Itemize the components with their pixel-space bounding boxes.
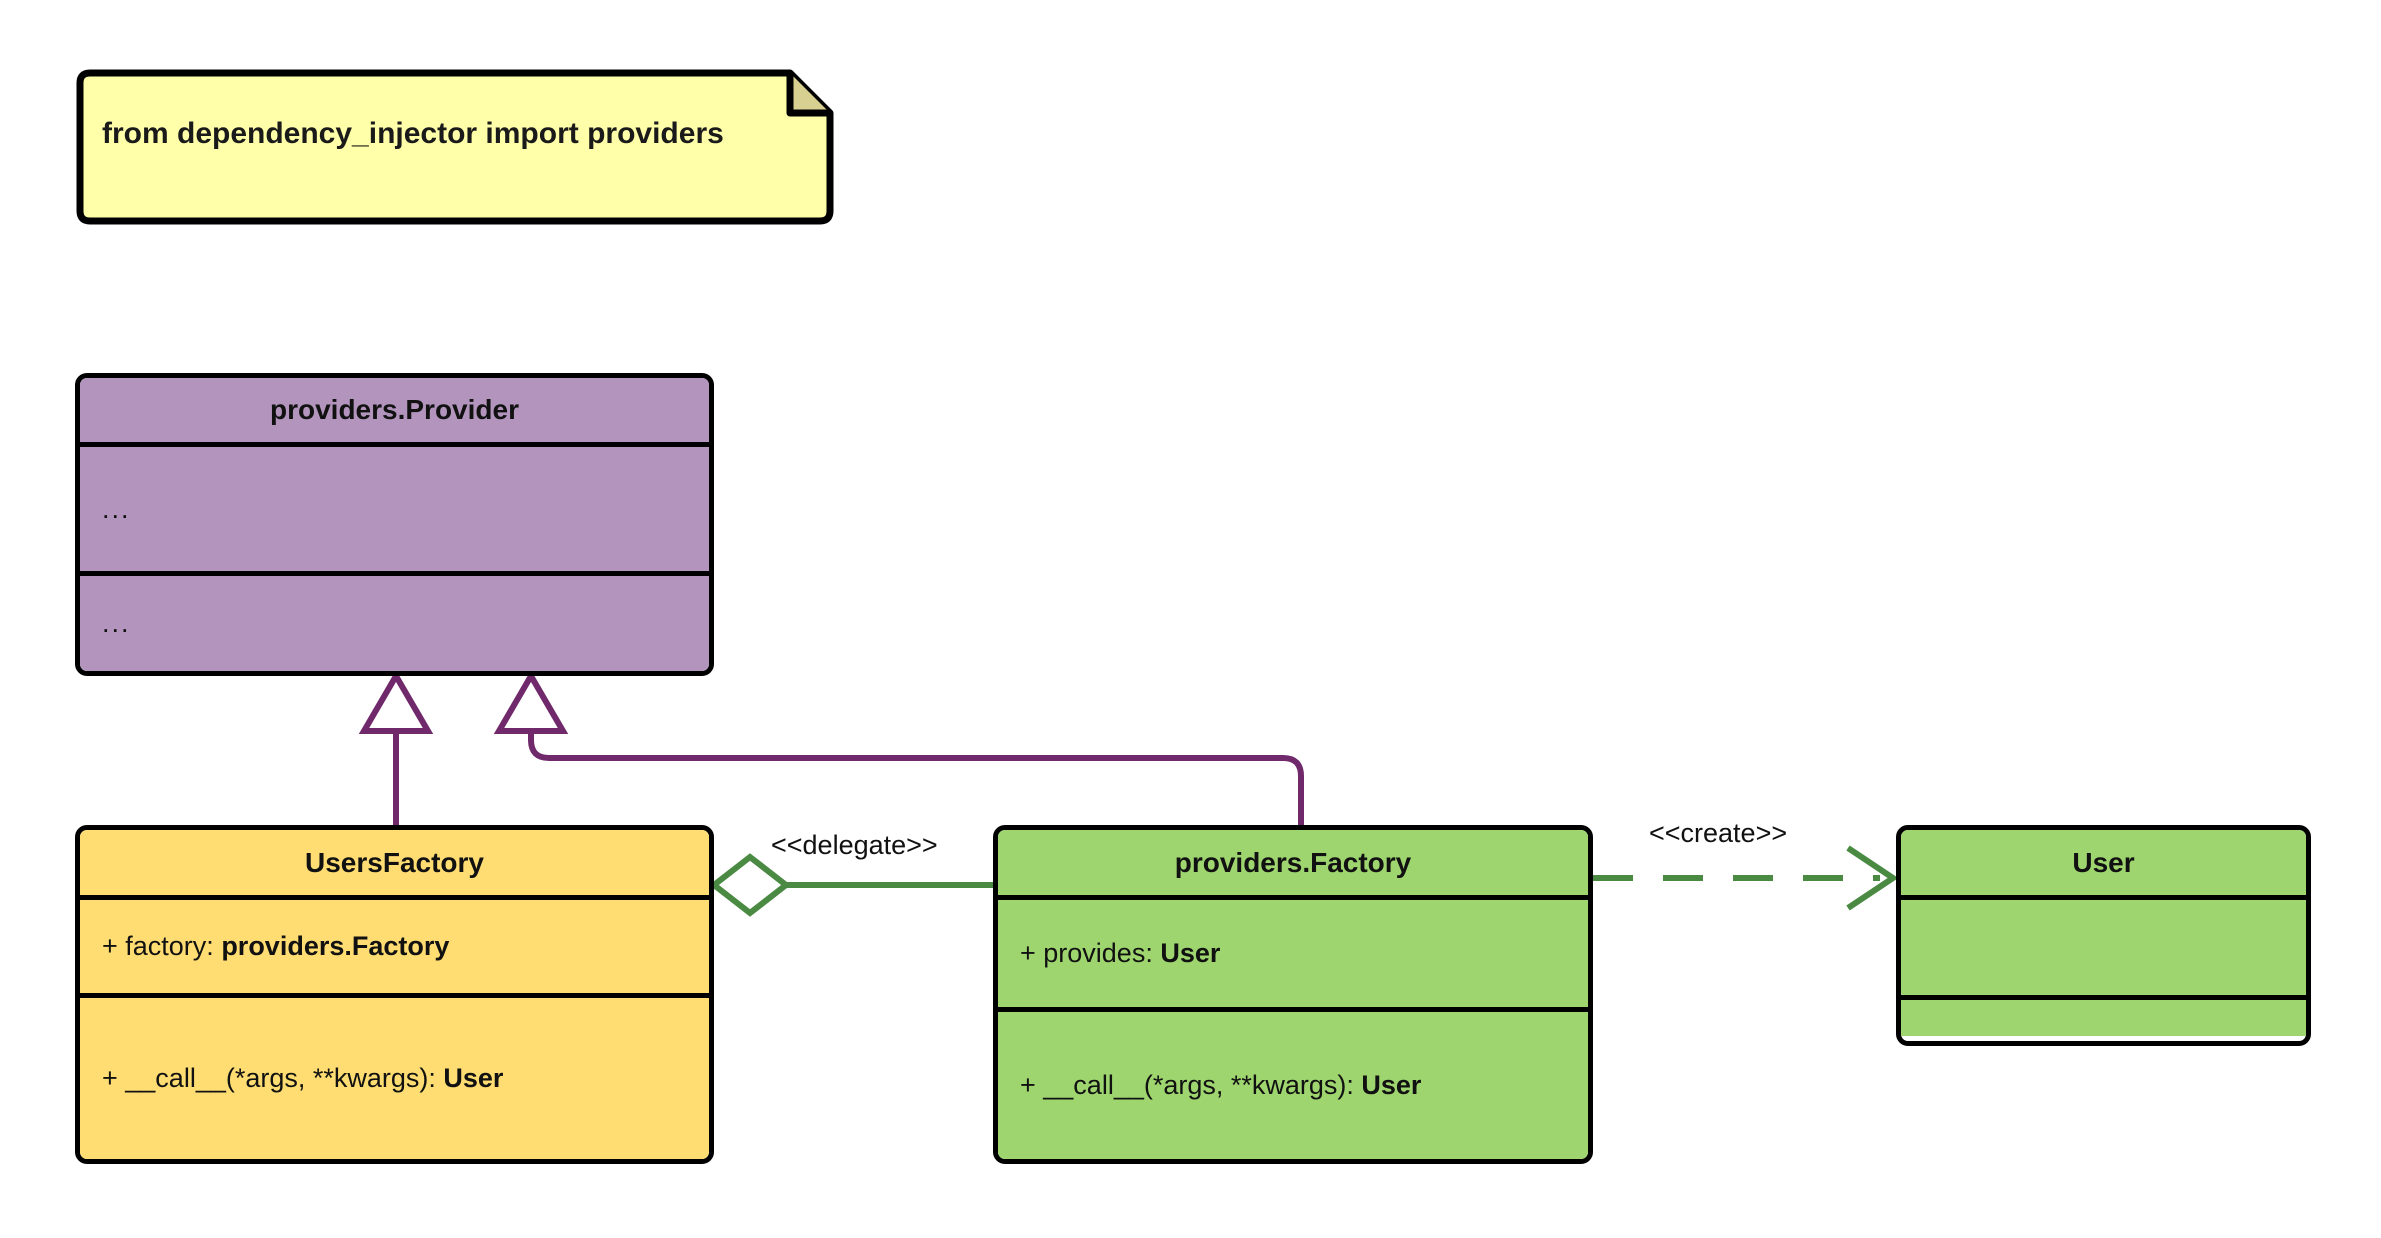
class-title-users-factory: UsersFactory (80, 830, 709, 895)
class-attributes-providers-factory: + provides: User (998, 895, 1588, 1007)
operation-label: + __call__(*args, **kwargs): (102, 1063, 444, 1093)
class-box-providers-factory[interactable]: providers.Factory + provides: User + __c… (993, 825, 1593, 1164)
class-title-providers-provider: providers.Provider (80, 378, 709, 442)
class-attributes-users-factory: + factory: providers.Factory (80, 895, 709, 993)
class-attributes-user (1901, 895, 2306, 995)
attribute-label: + factory: (102, 931, 222, 961)
generalization-usersfactory-to-provider (358, 670, 434, 825)
attribute-type: providers.Factory (221, 931, 450, 961)
note-shape-icon (76, 69, 834, 225)
class-operations-providers-provider: ... (80, 571, 709, 671)
class-operations-users-factory: + __call__(*args, **kwargs): User (80, 993, 709, 1159)
generalization-factory-to-provider (493, 670, 1304, 825)
operation-type: User (443, 1063, 504, 1093)
class-operations-user (1901, 995, 2306, 1036)
attribute-label: + provides: (1020, 938, 1161, 968)
attribute-row: + provides: User (998, 938, 1220, 969)
operation-row: + __call__(*args, **kwargs): User (998, 1070, 1421, 1101)
operation-label: + __call__(*args, **kwargs): (1020, 1070, 1362, 1100)
note-text: from dependency_injector import provider… (102, 117, 724, 150)
dependency-factory-to-user (1593, 845, 1899, 911)
operation-row: + __call__(*args, **kwargs): User (80, 1063, 503, 1094)
class-box-users-factory[interactable]: UsersFactory + factory: providers.Factor… (75, 825, 714, 1164)
operation-type: User (1361, 1070, 1422, 1100)
class-title-providers-factory: providers.Factory (998, 830, 1588, 895)
attribute-row: + factory: providers.Factory (80, 931, 449, 962)
aggregation-usersfactory-to-factory (709, 853, 993, 917)
operation-ellipsis: ... (102, 608, 131, 638)
attribute-type: User (1160, 938, 1221, 968)
edge-label-create: <<create>> (1649, 818, 1788, 848)
class-title-user: User (1901, 830, 2306, 895)
edge-label-delegate: <<delegate>> (771, 830, 938, 860)
class-attributes-providers-provider: ... (80, 442, 709, 571)
class-box-user[interactable]: User (1896, 825, 2311, 1046)
attribute-ellipsis: ... (102, 493, 131, 524)
note-import: from dependency_injector import provider… (74, 69, 836, 225)
class-operations-providers-factory: + __call__(*args, **kwargs): User (998, 1007, 1588, 1159)
class-box-providers-provider[interactable]: providers.Provider ... ... (75, 373, 714, 676)
